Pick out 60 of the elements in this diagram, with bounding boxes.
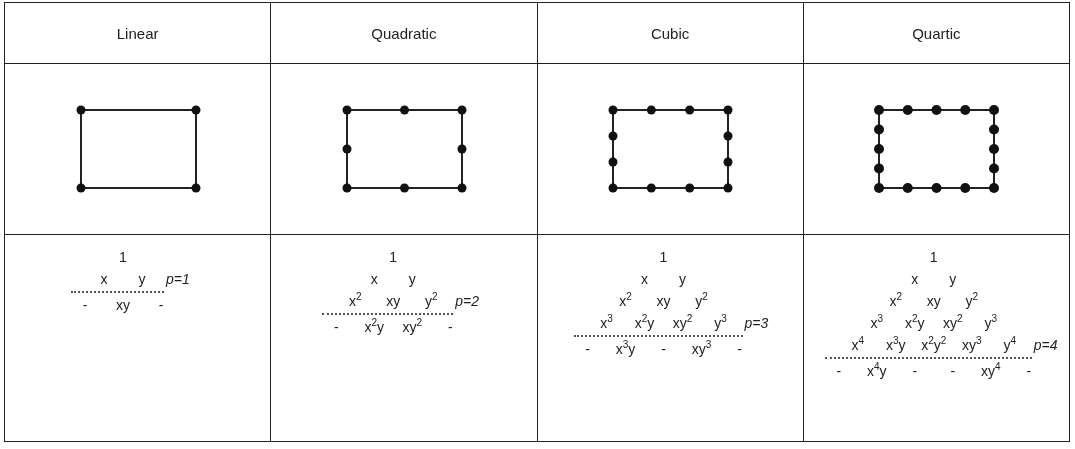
polynomial-term: xy$^{3}$: [961, 337, 982, 353]
polynomial-term: x: [911, 271, 919, 287]
polynomial-term: xy$^{2}$: [672, 315, 693, 331]
polynomial-term: xy$^{2}$: [942, 315, 963, 331]
column-header: Linear: [4, 2, 271, 64]
column-header: Quartic: [803, 2, 1070, 64]
polynomial-term: xy$^{2}$: [402, 319, 423, 335]
polynomial-term: x$^{2}$: [348, 293, 362, 309]
polynomial-term: 1: [119, 249, 127, 265]
degree-label: p=2: [455, 293, 479, 309]
polynomial-term: x: [641, 271, 648, 287]
polynomial-term: y$^{3}$: [984, 315, 998, 331]
polynomial-term: y: [679, 271, 686, 287]
polynomial-term: -: [82, 297, 88, 313]
polynomial-term: -: [737, 341, 742, 357]
polynomial-term: x$^{3}$y: [885, 337, 906, 353]
polynomial-term: y: [138, 271, 146, 287]
polynomial-term: -: [585, 341, 590, 357]
polynomial-term: 1: [929, 249, 938, 265]
polynomial-term: -: [912, 363, 918, 379]
polynomial-term: y$^{3}$: [714, 315, 727, 331]
polynomial-term: 1: [389, 249, 398, 265]
polynomial-term: x$^{2}$y: [634, 315, 655, 331]
polynomial-term: x: [100, 271, 108, 287]
polynomial-term: -: [836, 363, 842, 379]
degree-label: p=1: [166, 271, 190, 287]
polynomial-term: y$^{4}$: [1003, 337, 1017, 353]
polynomial-term: xy: [926, 293, 941, 309]
polynomial-term: x$^{3}$: [600, 315, 613, 331]
degree-label: p=4: [1033, 337, 1058, 353]
polynomial-term: -: [1026, 363, 1032, 379]
polynomial-term: y$^{2}$: [965, 293, 979, 309]
polynomial-term: xy: [656, 293, 671, 309]
polynomial-term: -: [661, 341, 666, 357]
polynomial-term: -: [333, 319, 339, 335]
polynomial-term: x: [370, 271, 378, 287]
polynomial-term: y$^{2}$: [695, 293, 708, 309]
polynomial-term: x$^{2}$y: [904, 315, 925, 331]
polynomial-term: -: [447, 319, 453, 335]
polynomial-term: x$^{4}$: [851, 337, 865, 353]
polynomial-term: x$^{3}$y: [615, 341, 636, 357]
polynomial-term: xy$^{3}$: [691, 341, 712, 357]
polynomial-term: y: [949, 271, 957, 287]
polynomial-term: x$^{4}$y: [866, 363, 887, 379]
polynomial-term: x$^{2}$y$^{2}$: [921, 337, 947, 353]
polynomial-term: x$^{2}$: [619, 293, 632, 309]
polynomial-term: y: [408, 271, 416, 287]
polynomial-term: -: [158, 297, 164, 313]
polynomial-term: y$^{2}$: [424, 293, 438, 309]
column-header: Quadratic: [270, 2, 537, 64]
polynomial-term: x$^{3}$: [870, 315, 884, 331]
polynomial-term: xy$^{4}$: [980, 363, 1001, 379]
polynomial-term: x$^{2}$: [889, 293, 903, 309]
polynomial-term: x$^{2}$y: [364, 319, 385, 335]
polynomial-term: -: [950, 363, 956, 379]
degree-label: p=3: [744, 315, 769, 331]
polynomial-term: 1: [659, 249, 668, 265]
polynomial-term: xy: [386, 293, 401, 309]
column-header: Cubic: [537, 2, 804, 64]
polynomial-term: xy: [116, 297, 130, 313]
